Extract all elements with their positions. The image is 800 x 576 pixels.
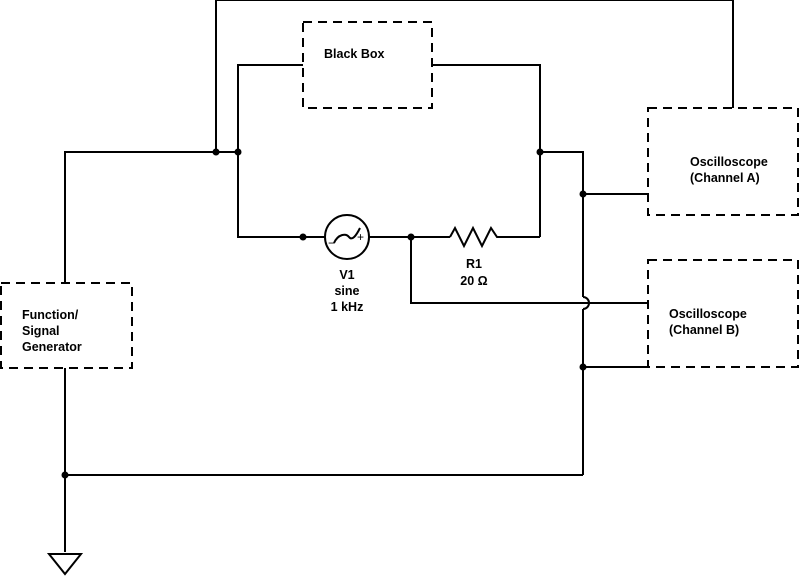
scope-a-label-line1: Oscilloscope xyxy=(690,155,768,169)
junction-dot xyxy=(579,363,587,371)
source-plus-sign: + xyxy=(357,230,364,244)
wire-black-box-left xyxy=(237,64,303,152)
r1-value: 20 Ω xyxy=(460,274,487,288)
junction-dot xyxy=(212,148,220,156)
junction-dot xyxy=(61,471,69,479)
v1-name: V1 xyxy=(339,268,354,282)
sine-wave-icon xyxy=(333,227,361,244)
ground-icon xyxy=(46,553,84,576)
source-v1-icon xyxy=(324,214,370,260)
function-generator-label-line2: Signal xyxy=(22,324,60,338)
wire-generator-output xyxy=(64,151,238,283)
oscilloscope-channel-a-box xyxy=(647,107,799,216)
wire-left-to-source xyxy=(237,152,325,238)
junction-dot xyxy=(579,190,587,198)
function-generator-label-line3: Generator xyxy=(22,340,82,354)
wire-black-box-right xyxy=(432,64,541,152)
junction-dot xyxy=(299,233,307,241)
black-box-label: Black Box xyxy=(324,47,384,61)
v1-type: sine xyxy=(334,284,359,298)
oscilloscope-channel-b-box xyxy=(647,259,799,368)
scope-b-label-line1: Oscilloscope xyxy=(669,307,747,321)
resistor-r1 xyxy=(449,225,540,249)
r1-name: R1 xyxy=(466,257,482,271)
scope-a-label-line2: (Channel A) xyxy=(690,171,760,185)
v1-frequency: 1 kHz xyxy=(331,300,364,314)
source-minus-sign: − xyxy=(328,236,335,250)
black-box xyxy=(302,21,433,109)
junction-dot xyxy=(407,233,415,241)
wire-channel-b-signal xyxy=(410,237,648,304)
junction-dot xyxy=(536,148,544,156)
wire-right-node xyxy=(540,151,584,297)
junction-dot xyxy=(234,148,242,156)
function-generator-box xyxy=(0,282,133,369)
scope-b-label-line2: (Channel B) xyxy=(669,323,739,337)
wire-top-loop xyxy=(215,0,734,152)
function-generator-label-line1: Function/ xyxy=(22,308,79,322)
